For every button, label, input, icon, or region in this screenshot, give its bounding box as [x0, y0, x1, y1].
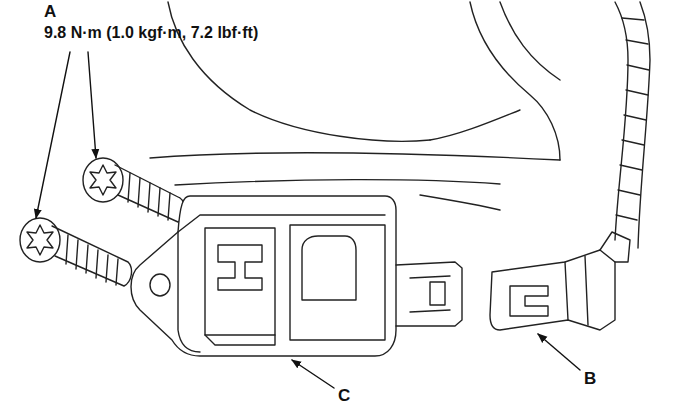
harness-connector: [490, 2, 650, 330]
callout-letter: C: [338, 387, 350, 406]
leader-line: [36, 52, 70, 218]
leader-line: [88, 52, 96, 158]
torx-bolt: [20, 218, 131, 286]
leader-line: [538, 334, 580, 370]
callout-letter: A: [44, 3, 56, 22]
torx-bolt: [83, 158, 184, 222]
torque-spec: 9.8 N·m (1.0 kgf·m, 7.2 lbf·ft): [44, 24, 258, 42]
leader-line: [292, 360, 334, 388]
sensor-body: [131, 196, 462, 356]
callout-letter: B: [584, 370, 596, 389]
